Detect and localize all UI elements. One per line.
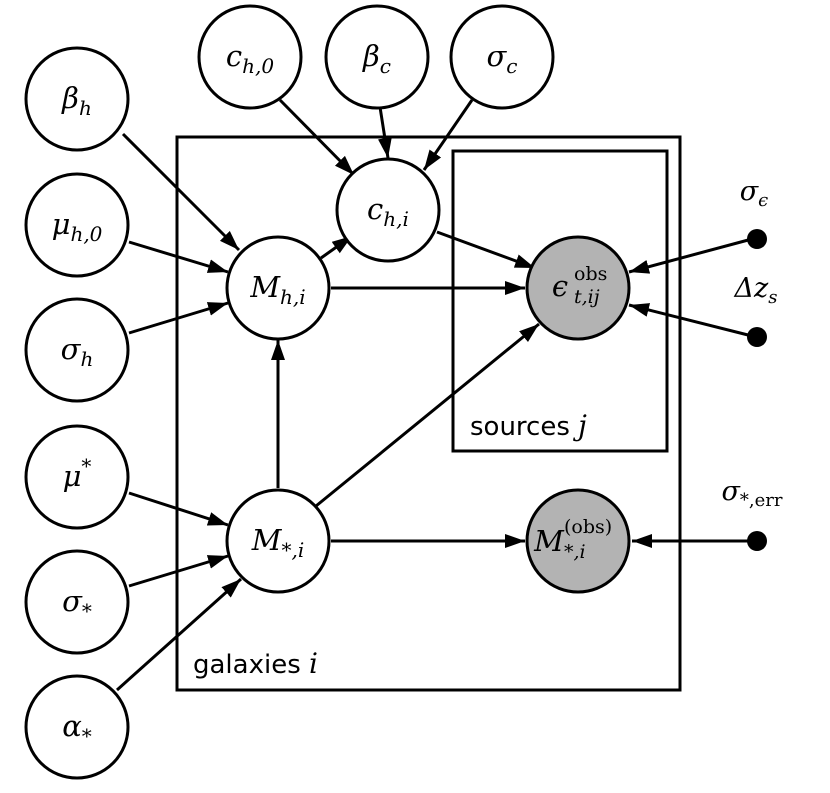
- label-beta_h: βh: [61, 81, 92, 120]
- edge-mu_h0-to-M_hi: [128, 240, 229, 274]
- label-M_star_i: M*,i: [251, 523, 304, 562]
- dot-sigma_star_err: [747, 531, 767, 551]
- label-eps_obs-sup: obs: [574, 263, 607, 285]
- edge-sigma_star-to-M_star_i: [128, 554, 229, 588]
- label-sigma_star_err: σ*,err: [721, 476, 782, 511]
- edges: [115, 98, 753, 692]
- node-sigma_c: [449, 4, 555, 110]
- label-eps_obs-base: ϵ: [552, 269, 568, 303]
- label-delta_z: Δzs: [734, 273, 778, 308]
- edge-sigma_eps-to-eps: [628, 237, 753, 274]
- node-alpha_star: [24, 674, 130, 780]
- node-M_hi: [225, 235, 331, 341]
- node-sigma_star: [24, 549, 130, 655]
- label-sigma_c: σc: [487, 39, 518, 78]
- edge-beta_c-to-c_hi: [377, 106, 392, 159]
- edge-alpha_star-to-M_star_i: [115, 577, 243, 692]
- label-eps_obs-sub: t,ij: [574, 286, 600, 308]
- label-M_star_obs: M (obs) *,i: [533, 516, 612, 563]
- node-beta_h: [24, 46, 130, 152]
- node-beta_c: [324, 4, 430, 110]
- label-alpha_star: α*: [62, 709, 92, 748]
- node-c_hi: [335, 157, 441, 263]
- label-mu_star: μ*: [63, 454, 92, 493]
- label-sigma_h: σh: [61, 332, 94, 371]
- dot-delta_z: [747, 327, 767, 347]
- node-mu_h0: [24, 172, 130, 278]
- label-mu_h0: μh,0: [52, 207, 103, 246]
- label-eps_obs: ϵ obs t,ij: [552, 263, 607, 308]
- edge-c_hi-to-eps: [436, 230, 536, 270]
- edge-mu_star-to-M_star_i: [128, 491, 229, 527]
- label-sigma_eps: σϵ: [740, 176, 769, 211]
- edge-M_star_i-to-eps: [315, 322, 540, 508]
- sources-plate-label: sources j: [470, 409, 587, 442]
- node-M_star_i: [225, 488, 331, 594]
- node-sigma_h: [24, 297, 130, 403]
- node-mu_star: [24, 424, 130, 530]
- label-M_star_obs-sup: (obs): [564, 516, 612, 538]
- edge-c_h0-to-c_hi: [278, 98, 356, 177]
- galaxies-plate-label: galaxies i: [193, 647, 318, 680]
- label-M_star_obs-sub: *,i: [564, 541, 586, 563]
- edge-beta_h-to-M_hi: [121, 132, 241, 252]
- galaxies-plate: [175, 135, 682, 692]
- label-c_hi: ch,i: [367, 192, 409, 231]
- label-M_hi: Mh,i: [249, 270, 305, 309]
- edge-sigma_c-to-c_hi: [422, 99, 474, 171]
- dot-sigma_eps: [747, 229, 767, 249]
- node-c_h0: [197, 4, 303, 110]
- node-M_star_obs: [525, 488, 631, 594]
- label-beta_c: βc: [362, 39, 391, 78]
- node-eps_obs: [525, 235, 631, 341]
- label-c_h0: ch,0: [226, 39, 274, 78]
- sources-plate: [451, 149, 669, 453]
- label-M_star_obs-base: M: [533, 524, 565, 558]
- edge-delta_z-to-eps: [628, 303, 753, 338]
- edge-sigma_h-to-M_hi: [128, 301, 229, 335]
- label-sigma_star: σ*: [62, 584, 92, 623]
